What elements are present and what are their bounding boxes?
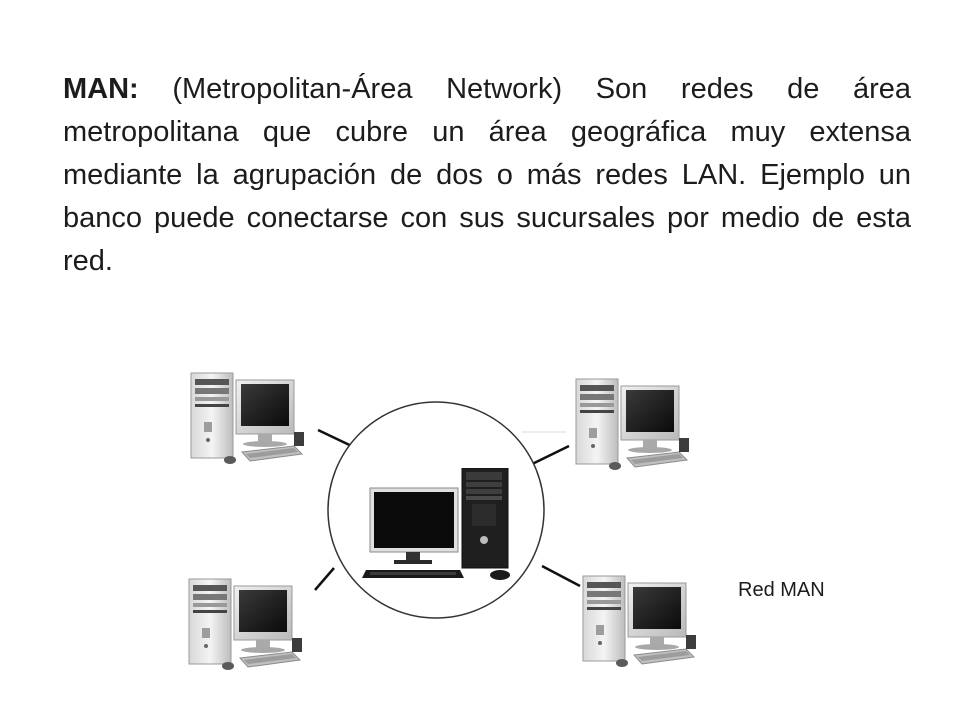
computer-icon-top-right xyxy=(575,378,690,471)
definition-paragraph: MAN: (Metropolitan-Área Network) Son red… xyxy=(63,68,911,283)
computer-icon-bottom-left xyxy=(188,578,303,671)
definition-term: MAN: xyxy=(63,73,139,105)
link-bottom-right xyxy=(541,564,581,588)
computer-icon-top-left xyxy=(190,372,305,465)
link-bottom-left xyxy=(314,567,335,591)
definition-text: (Metropolitan-Área Network) Son redes de… xyxy=(63,73,911,277)
computer-icon-bottom-right xyxy=(582,575,697,668)
diagram-caption: Red MAN xyxy=(738,579,825,601)
